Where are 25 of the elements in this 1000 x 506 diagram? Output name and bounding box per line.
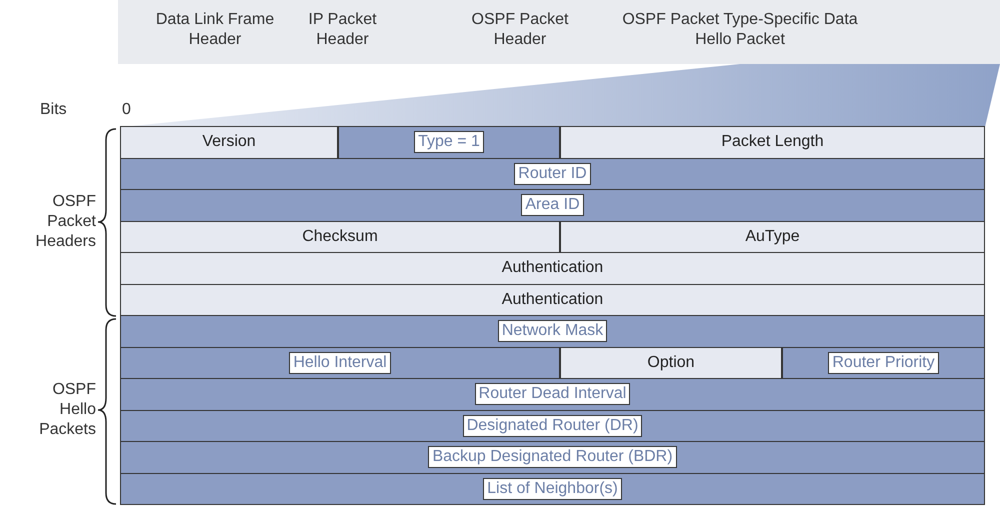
group-label: OSPF Packet Headers [34,192,96,252]
field-label: Router Priority [828,352,939,374]
header-label: IP Packet Header [307,10,378,50]
packet-field: Version [120,126,338,158]
bit-label: Bits [40,100,68,120]
field-label: Type = 1 [414,131,484,154]
header-label: Data Link Frame Header [154,10,276,50]
header-label: OSPF Packet Header [470,10,570,50]
packet-field: Packet Length [560,126,985,158]
field-label: Hello Interval [289,352,391,374]
field-label: List of Neighbor(s) [483,478,622,500]
packet-field: Checksum [120,220,560,253]
packet-field: Authentication [120,284,985,316]
field-label: Backup Designated Router (BDR) [428,446,677,468]
field-label: Network Mask [498,320,608,342]
field-label: Designated Router (DR) [462,414,642,437]
packet-field: Option [560,346,782,379]
header-label: OSPF Packet Type-Specific Data Hello Packet [621,10,859,50]
packet-field: Authentication [120,252,985,284]
field-label: Router ID [514,162,591,185]
group-label: OSPF Hello Packets [38,380,96,440]
packet-field: AuType [560,220,985,253]
bit-label: 0 [122,100,132,120]
field-label: Area ID [521,194,584,216]
field-label: Router Dead Interval [474,383,630,406]
